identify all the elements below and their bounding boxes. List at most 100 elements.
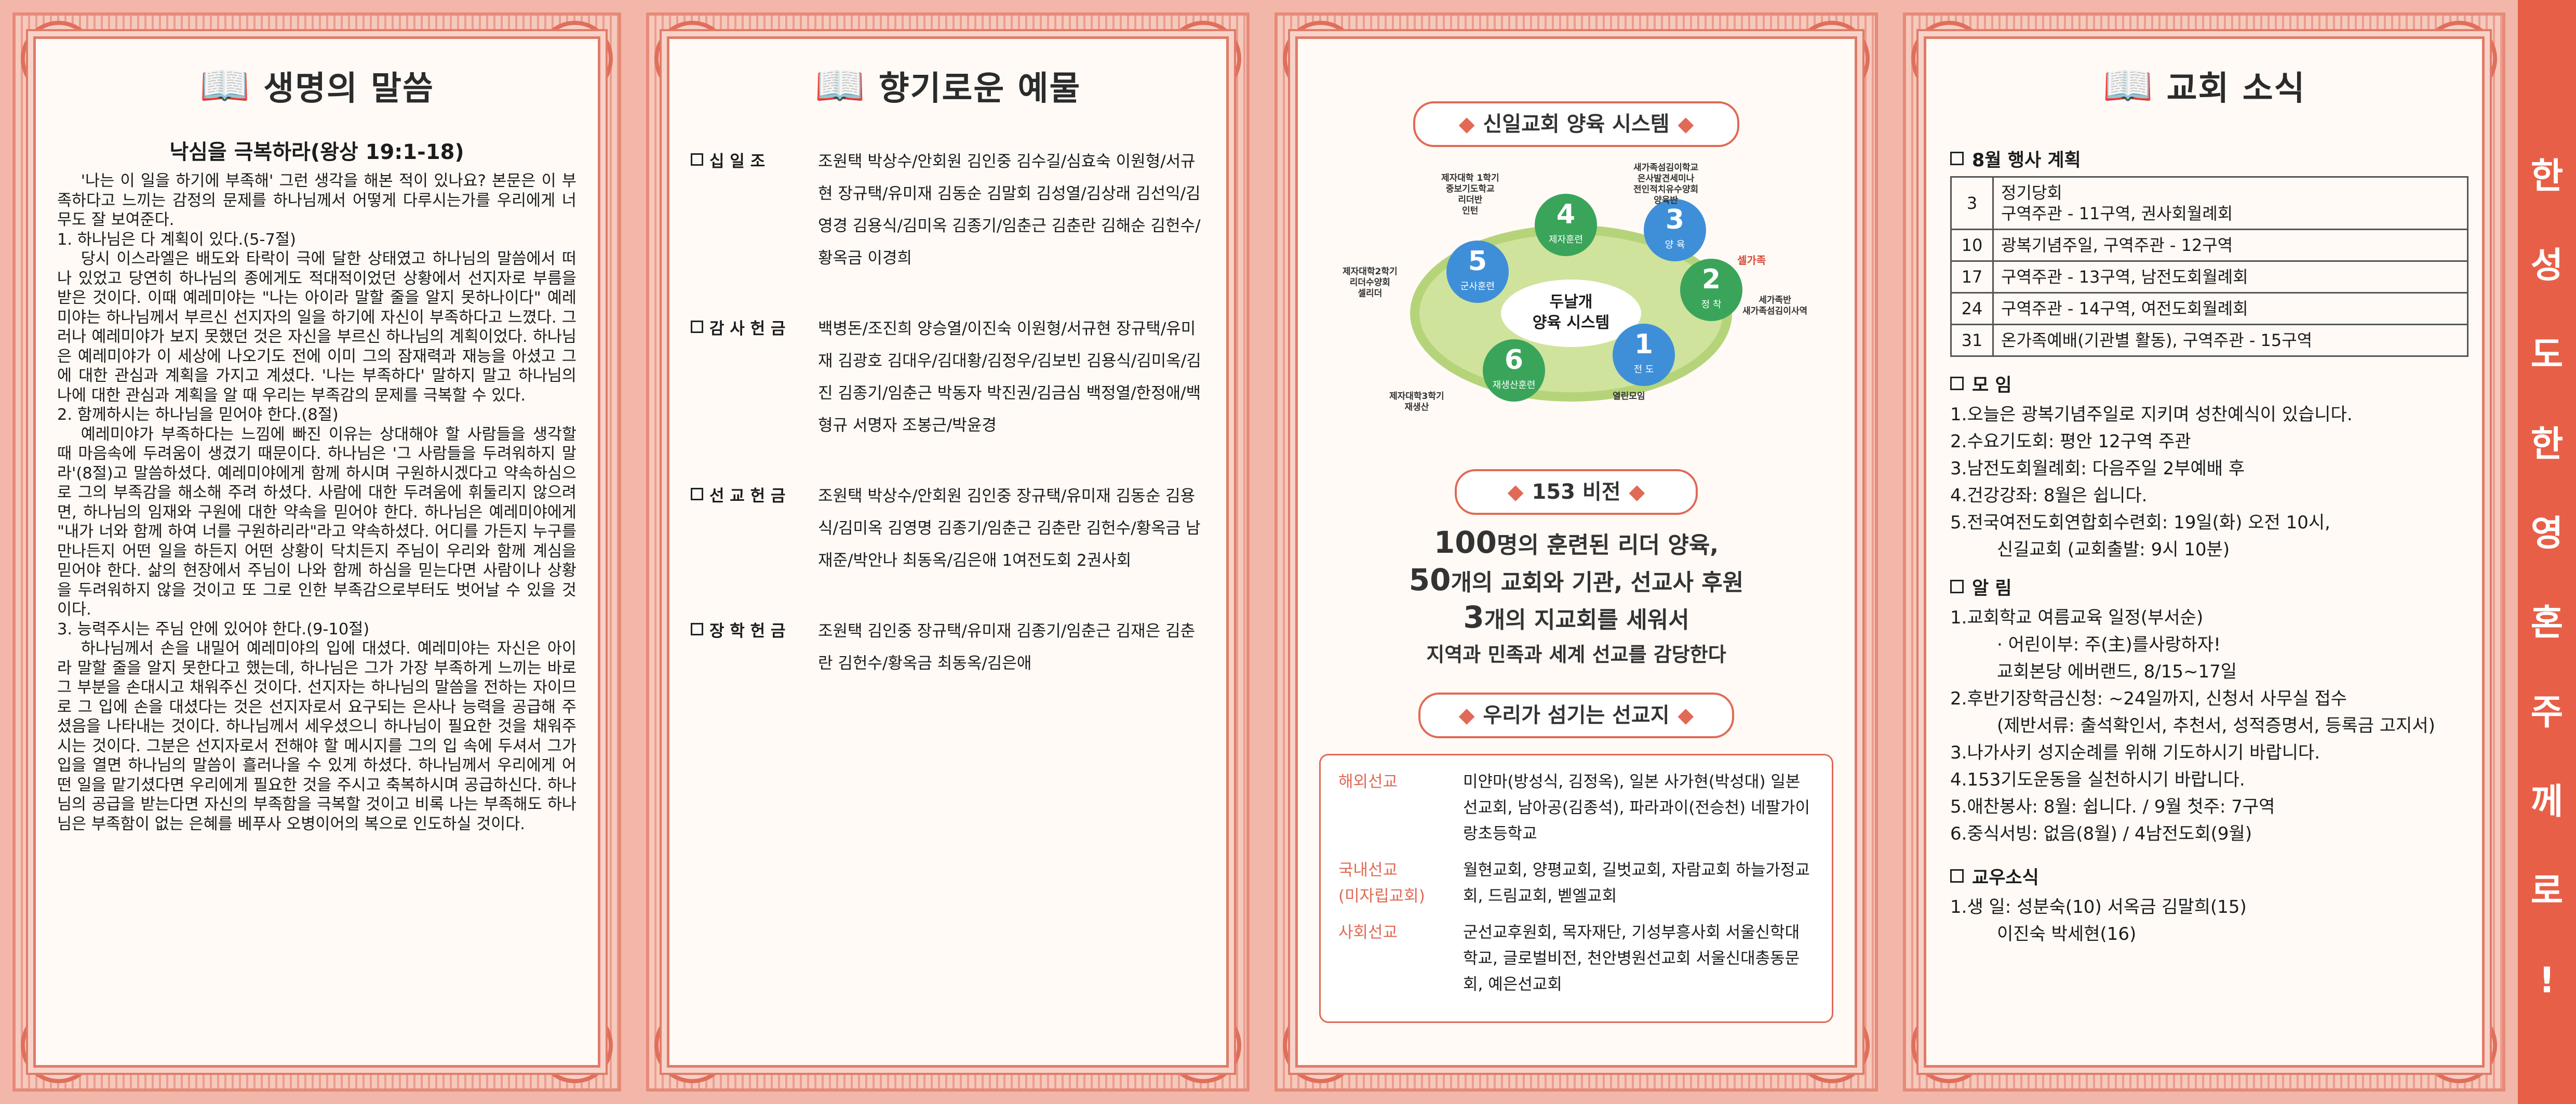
mission-value: 군선교후원회, 목자재단, 기성부흥사회 서울신학대학교, 글로벌비전, 천안병…	[1463, 923, 1800, 994]
node-number: 1	[1634, 329, 1654, 360]
vision-number: 50	[1408, 562, 1451, 597]
offering-label-text: 감 사 헌 금	[709, 320, 786, 338]
panel4-header: 📖 교회 소식	[1890, 55, 2518, 117]
panel2-title: 향기로운 예물	[878, 70, 1081, 108]
event-day: 24	[1950, 292, 1994, 325]
meeting-item: 4.건강강좌: 8월은 쉽니다.	[1950, 485, 2148, 506]
node-number: 3	[1665, 204, 1685, 235]
event-text: 구역주관 - 14구역, 여전도회월례회	[1992, 292, 2468, 325]
event-text: 광복기념주일, 구역주관 - 12구역	[1992, 229, 2468, 262]
event-text: 온가족예배(기관별 활동), 구역주관 - 15구역	[1992, 324, 2468, 357]
banner-char: 주	[2530, 692, 2564, 733]
meeting-item: 2.수요기도회: 평안 12구역 주관	[1950, 431, 2191, 452]
event-day: 17	[1950, 260, 1994, 294]
event-day: 31	[1950, 324, 1994, 357]
panel-word-of-life: 📖 생명의 말씀 낙심을 극복하라(왕상 19:1-18) '나는 이 일을 하…	[0, 0, 634, 1104]
node-number: 2	[1701, 264, 1721, 295]
meeting-item: 신길교회 (교회출발: 9시 10분)	[1997, 539, 2230, 560]
mission-key: 해외선교	[1338, 773, 1398, 791]
notice-item: 5.애찬봉사: 8월: 쉽니다. / 9월 첫주: 7구역	[1950, 796, 2275, 817]
vision-line: 100명의 훈련된 리더 양육,	[1319, 525, 1833, 563]
mission-value: 월현교회, 양평교회, 길벗교회, 자람교회 하늘가정교회, 드림교회, 벧엘교…	[1463, 861, 1810, 906]
sermon-title: 낙심을 극복하라(왕상 19:1-18)	[169, 140, 464, 164]
mission-row: 해외선교 미얀마(방성식, 김정옥), 일본 사가현(박성대) 일본 선교회, 남…	[1338, 769, 1814, 847]
panel2-header: 📖 향기로운 예물	[634, 55, 1262, 117]
event-day: 3	[1950, 176, 1994, 230]
banner-char: 성	[2530, 245, 2564, 286]
node-circle-2: 2 정 착	[1680, 259, 1742, 321]
panel1-header: 📖 생명의 말씀	[0, 55, 634, 117]
bible-icon: 📖	[2102, 62, 2153, 109]
meeting-section-title: 모 임	[1950, 370, 2468, 397]
node-label-1: 열린모임	[1613, 391, 1645, 402]
offering-names: 조원택 박상수/안회원 김인중 김수길/심효숙 이원형/서규현 장규택/유미재 …	[818, 152, 1201, 268]
member-news-item: 이진숙 박세현(16)	[1997, 924, 2137, 945]
notice-section-title: 알 림	[1950, 574, 2468, 600]
event-day: 10	[1950, 229, 1994, 262]
node-circle-4: 4 제자훈련	[1535, 194, 1597, 256]
vision-text: 개의 지교회를 세워서	[1484, 607, 1689, 633]
offering-row: 장 학 헌 금 조원택 김인중 장규택/유미재 김종기/임춘근 김재은 김춘란 김…	[691, 615, 1205, 680]
vision-line: 3개의 지교회를 세워서	[1319, 600, 1833, 637]
node-sub: 제자훈련	[1548, 234, 1584, 245]
notice-list: 1.교회학교 여름교육 일정(부서순)· 어린이부: 주(主)를사랑하자!교회본…	[1950, 604, 2468, 847]
mission-value: 미얀마(방성식, 김정옥), 일본 사가현(박성대) 일본 선교회, 남아공(김…	[1463, 773, 1810, 843]
offering-label: 장 학 헌 금	[691, 615, 818, 680]
node-sub: 군사훈련	[1460, 281, 1495, 292]
vision-title-pill: ◆153 비전◆	[1455, 469, 1698, 515]
vision-number: 100	[1433, 525, 1497, 560]
banner-char: 한	[2530, 156, 2564, 197]
sermon-content: 낙심을 극복하라(왕상 19:1-18) '나는 이 일을 하기에 부족해' 그…	[57, 135, 576, 1047]
offering-label: 감 사 헌 금	[691, 313, 818, 442]
offering-label-text: 장 학 헌 금	[709, 622, 786, 641]
meeting-item: 5.전국여전도회연합회수련회: 19일(화) 오전 10시,	[1950, 512, 2330, 533]
meeting-list: 1.오늘은 광복기념주일로 지키며 성찬예식이 있습니다. 2.수요기도회: 평안…	[1950, 401, 2468, 563]
vision-line: 50개의 교회와 기관, 선교사 후원	[1319, 563, 1833, 600]
offering-names: 백병돈/조진희 양승열/이진숙 이원형/서규현 장규택/유미재 김광호 김대우/…	[818, 320, 1201, 435]
vision-last: 지역과 민족과 세계 선교를 감당한다	[1426, 643, 1726, 666]
sermon-paragraph: 예레미야가 부족하다는 느낌에 빠진 이유는 상대해야 할 사람들을 생각할 때…	[57, 425, 576, 619]
panel4-title: 교회 소식	[2166, 70, 2306, 108]
bible-icon: 📖	[199, 62, 250, 109]
node-circle-1: 1 전 도	[1613, 324, 1675, 386]
node-number: 4	[1556, 199, 1576, 230]
events-section-title: 8월 행사 계획	[1950, 145, 2468, 172]
notice-item: 4.153기도운동을 실천하시기 바랍니다.	[1950, 769, 2245, 790]
node-sub: 정 착	[1701, 299, 1722, 310]
mission-title-pill: ◆우리가 섬기는 선교지◆	[1418, 693, 1734, 738]
offering-names: 조원택 김인중 장규택/유미재 김종기/임춘근 김재은 김춘란 김헌수/황옥금 …	[818, 622, 1196, 673]
offering-label: 선 교 헌 금	[691, 480, 818, 577]
checkbox-icon	[691, 488, 703, 500]
checkbox-icon	[691, 321, 703, 333]
meeting-item: 1.오늘은 광복기념주일로 지키며 성찬예식이 있습니다.	[1950, 404, 2353, 425]
sermon-paragraph: 1. 하나님은 다 계획이 있다.(5-7절)	[57, 230, 296, 249]
banner-char: 혼	[2530, 603, 2564, 644]
node-sub: 전 도	[1633, 364, 1654, 375]
mission-row: 국내선교(미자립교회)월현교회, 양평교회, 길벗교회, 자람교회 하늘가정교회…	[1338, 857, 1814, 909]
notice-item: 교회본당 에버랜드, 8/15~17일	[1997, 661, 2237, 682]
member-news-list: 1.생 일: 성분숙(10) 서옥금 김말희(15)이진숙 박세현(16)	[1950, 894, 2468, 948]
mission-box: 해외선교 미얀마(방성식, 김정옥), 일본 사가현(박성대) 일본 선교회, 남…	[1319, 754, 1833, 1023]
